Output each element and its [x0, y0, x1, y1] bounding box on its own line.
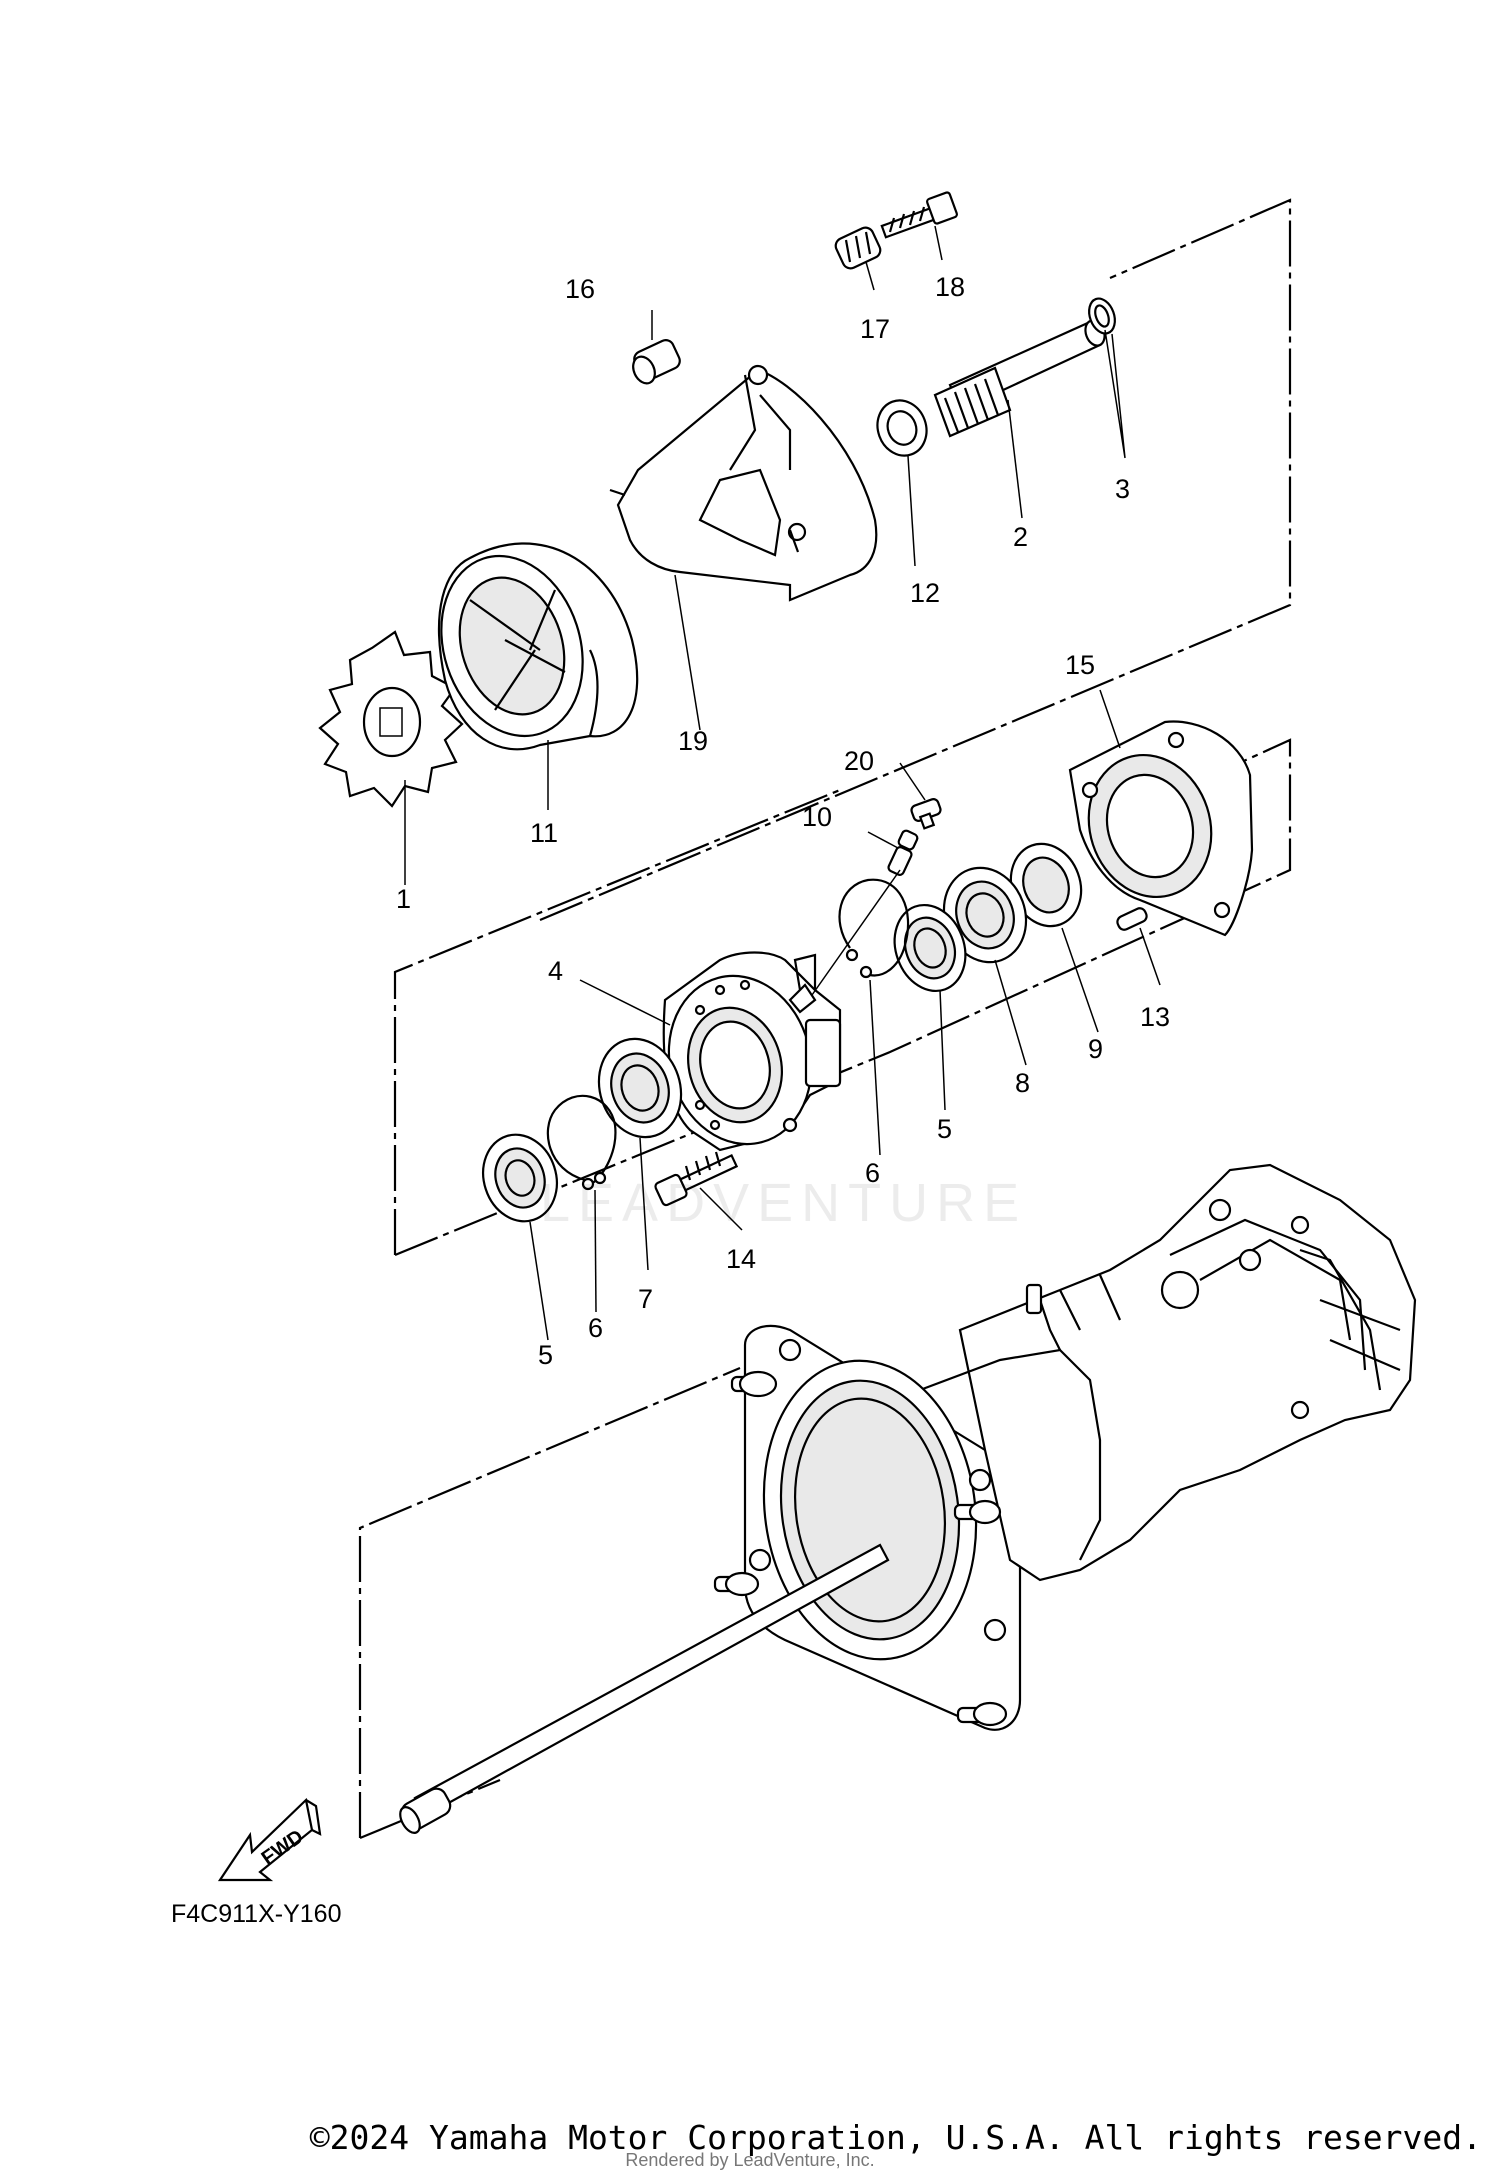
- pump-studs: [713, 1370, 1008, 1727]
- part-circlip-left[interactable]: [546, 1094, 617, 1191]
- callout-13[interactable]: 13: [1140, 1002, 1170, 1032]
- jet-pump-assembly: [713, 1163, 1417, 1731]
- callout-9[interactable]: 9: [1088, 1034, 1103, 1064]
- part-oil-seal-12[interactable]: [870, 393, 934, 462]
- callout-5-right[interactable]: 5: [937, 1114, 952, 1144]
- group-frame-upper: [539, 198, 1292, 922]
- part-bolt-14[interactable]: [654, 1151, 739, 1207]
- callout-6-left[interactable]: 6: [588, 1313, 603, 1343]
- callout-5-left[interactable]: 5: [538, 1340, 553, 1370]
- part-coupling-housing[interactable]: [419, 537, 639, 754]
- fwd-arrow-icon: FWD: [217, 1797, 322, 1882]
- callout-14[interactable]: 14: [726, 1244, 756, 1274]
- diagram-code: F4C911X-Y160: [171, 1900, 342, 1928]
- callout-7[interactable]: 7: [638, 1284, 653, 1314]
- part-drive-shaft[interactable]: [396, 1543, 890, 1836]
- part-bearing-8[interactable]: [931, 856, 1039, 974]
- copyright-notice: ©2024 Yamaha Motor Corporation, U.S.A. A…: [309, 2118, 1482, 2157]
- callout-20[interactable]: 20: [844, 746, 874, 776]
- part-oil-seal-5-left[interactable]: [472, 1125, 568, 1231]
- callout-17[interactable]: 17: [860, 314, 890, 344]
- part-dowel-pin[interactable]: [1115, 906, 1148, 931]
- part-bushing[interactable]: [833, 225, 883, 271]
- part-oil-seal-9[interactable]: [1000, 834, 1093, 936]
- part-circlip-right[interactable]: [838, 878, 910, 979]
- part-grease-nipple[interactable]: [811, 829, 919, 996]
- part-nipple-cap[interactable]: [910, 798, 942, 830]
- callout-18[interactable]: 18: [935, 272, 965, 302]
- callout-15[interactable]: 15: [1065, 650, 1095, 680]
- callout-8[interactable]: 8: [1015, 1068, 1030, 1098]
- callout-19[interactable]: 19: [678, 726, 708, 756]
- callout-11[interactable]: 11: [530, 818, 558, 848]
- callout-3[interactable]: 3: [1115, 474, 1130, 504]
- callout-10[interactable]: 10: [802, 802, 832, 832]
- callout-4[interactable]: 4: [548, 956, 563, 986]
- part-o-ring[interactable]: [1085, 295, 1120, 337]
- callout-6-right[interactable]: 6: [865, 1158, 880, 1188]
- part-housing-cap[interactable]: [1068, 720, 1254, 937]
- callout-12[interactable]: 12: [910, 578, 940, 608]
- group-frame-lower: [358, 1366, 741, 1840]
- part-bearing-7[interactable]: [587, 1028, 694, 1148]
- renderer-credit: Rendered by LeadVenture, Inc.: [625, 2150, 875, 2170]
- watermark-text: LEADVENTURE: [540, 1173, 1028, 1233]
- callout-1[interactable]: 1: [396, 884, 411, 914]
- part-collar[interactable]: [629, 338, 682, 387]
- part-bearing-housing[interactable]: [650, 951, 842, 1161]
- leader-lines: [404, 225, 1161, 1341]
- part-bolt-18[interactable]: [880, 191, 958, 239]
- part-shaft[interactable]: [933, 318, 1108, 438]
- callout-16[interactable]: 16: [565, 274, 595, 304]
- callout-labels: 1 2 3 4 5 5 6 6 7 8 9 10 11 12 13 14 15 …: [396, 272, 1170, 1370]
- callout-2[interactable]: 2: [1013, 522, 1028, 552]
- part-coupling-cover[interactable]: [609, 364, 878, 602]
